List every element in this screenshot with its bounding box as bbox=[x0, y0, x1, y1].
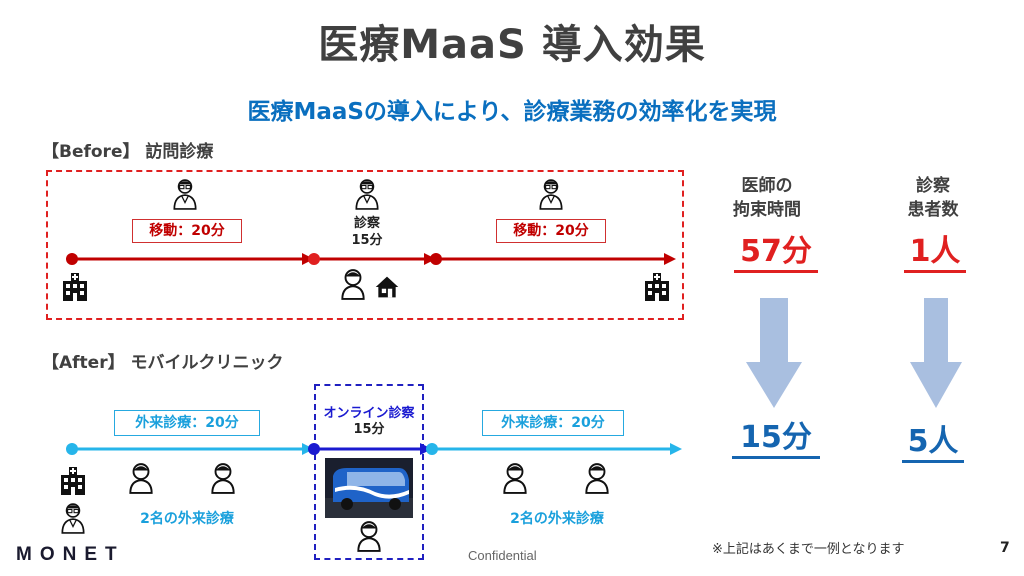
after-outpatient-note-1: 2名の外来診療 bbox=[140, 511, 234, 527]
after-dot-start bbox=[66, 443, 78, 455]
after-outpatient-label-2: 外来診療：20分 bbox=[482, 410, 624, 436]
patients-before: 1人 bbox=[904, 234, 966, 273]
patients-heading-1: 診察 bbox=[916, 176, 950, 196]
footnote: ※上記はあくまで一例となります bbox=[712, 542, 905, 557]
doctor-time-after: 15分 bbox=[732, 420, 820, 459]
hospital-icon bbox=[60, 272, 90, 302]
after-arrowhead-3 bbox=[670, 443, 682, 455]
patient-icon bbox=[128, 462, 154, 494]
after-online-label: オンライン診察 bbox=[323, 406, 415, 421]
patient-icon bbox=[584, 462, 610, 494]
before-move-label-2: 移動：20分 bbox=[496, 219, 606, 243]
down-arrow-icon bbox=[910, 298, 962, 408]
before-dot-arrive bbox=[308, 253, 320, 265]
house-icon bbox=[374, 274, 400, 300]
after-dot-online-start bbox=[308, 443, 320, 455]
patients-heading-2: 患者数 bbox=[907, 200, 959, 220]
after-dot-online-end bbox=[426, 443, 438, 455]
page-number: 7 bbox=[1000, 540, 1010, 556]
doctor-icon bbox=[538, 178, 564, 210]
monet-logo: MONET bbox=[16, 544, 125, 565]
patients-after: 5人 bbox=[902, 424, 964, 463]
doctor-icon bbox=[60, 502, 86, 534]
before-arrowhead-3 bbox=[664, 253, 676, 265]
confidential-label: Confidential bbox=[468, 548, 537, 563]
after-outpatient-note-2: 2名の外来診療 bbox=[510, 511, 604, 527]
doctor-icon bbox=[354, 178, 380, 210]
before-heading: 【Before】 訪問診療 bbox=[42, 142, 214, 162]
patient-icon bbox=[502, 462, 528, 494]
doctor-time-heading-1: 医師の bbox=[741, 176, 793, 196]
before-timeline bbox=[66, 253, 676, 265]
patient-icon bbox=[356, 520, 382, 552]
after-outpatient-label-1: 外来診療：20分 bbox=[114, 410, 260, 436]
page-subtitle: 医療MaaSの導入により、診療業務の効率化を実現 bbox=[247, 99, 777, 125]
patient-icon bbox=[340, 268, 366, 300]
mobile-clinic-van-image bbox=[325, 458, 413, 518]
after-online-time: 15分 bbox=[353, 422, 385, 437]
after-timeline bbox=[66, 443, 682, 455]
hospital-icon bbox=[58, 466, 88, 496]
down-arrow-icon bbox=[746, 298, 802, 408]
before-dot-start bbox=[66, 253, 78, 265]
before-consult-time: 15分 bbox=[351, 233, 383, 248]
doctor-time-before: 57分 bbox=[734, 234, 818, 273]
before-box bbox=[46, 170, 684, 320]
before-consult-label: 診察 bbox=[353, 216, 380, 231]
patient-icon bbox=[210, 462, 236, 494]
after-heading: 【After】 モバイルクリニック bbox=[42, 353, 284, 373]
after-online-box bbox=[314, 384, 424, 560]
page-title: 医療MaaS 導入効果 bbox=[318, 22, 706, 68]
hospital-icon bbox=[642, 272, 672, 302]
before-move-label-1: 移動：20分 bbox=[132, 219, 242, 243]
doctor-icon bbox=[172, 178, 198, 210]
doctor-time-heading-2: 拘束時間 bbox=[733, 200, 801, 220]
before-dot-leave bbox=[430, 253, 442, 265]
